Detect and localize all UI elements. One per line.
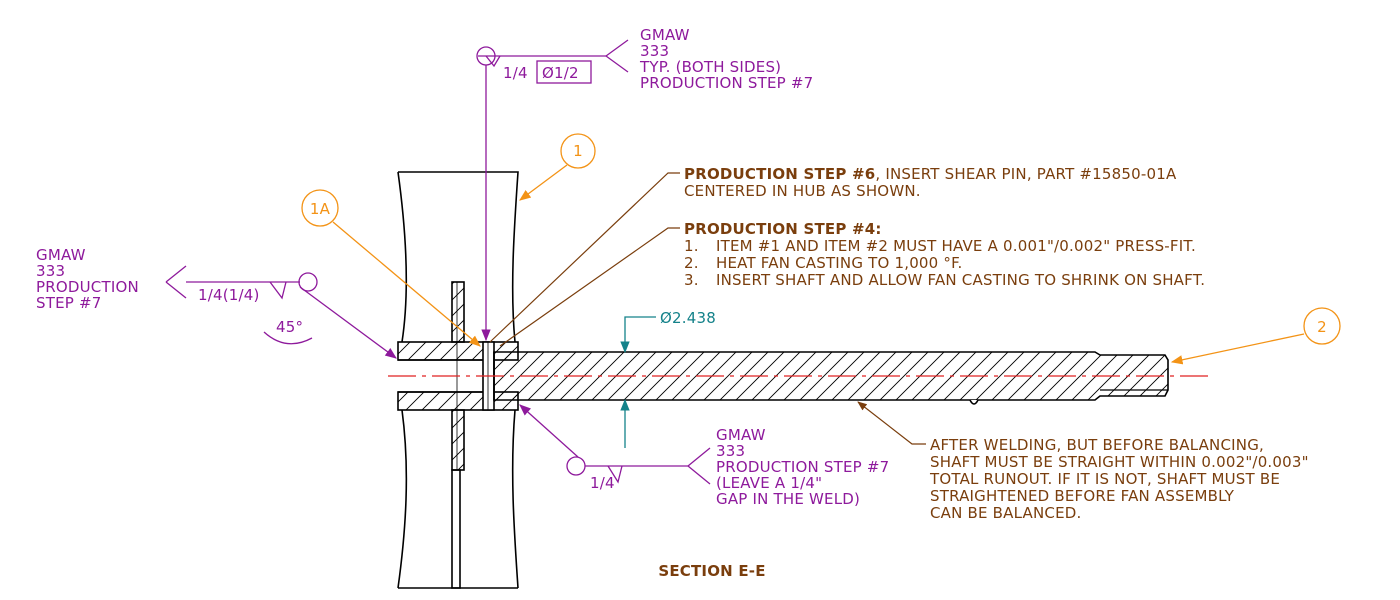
weld-left-size: 1/4(1/4) <box>198 286 260 304</box>
after-welding-leader <box>857 401 926 445</box>
step4-leader <box>499 227 680 347</box>
shaft-diameter-value: Ø2.438 <box>660 309 716 327</box>
weld-symbol-bottom[interactable] <box>519 404 711 485</box>
balloon-item-2[interactable]: 2 <box>1170 307 1341 365</box>
weld-bottom-size: 1/4 <box>590 474 615 492</box>
weld-left-spec: 333 <box>36 262 65 280</box>
weld-bottom-step: PRODUCTION STEP #7 <box>716 458 889 476</box>
after-welding-line-1: AFTER WELDING, BUT BEFORE BALANCING, <box>930 436 1264 454</box>
svg-text:1A: 1A <box>310 200 331 218</box>
after-welding-line-2: SHAFT MUST BE STRAIGHT WITHIN 0.002"/0.0… <box>930 453 1309 471</box>
step4-item-1-text: ITEM #1 AND ITEM #2 MUST HAVE A 0.001"/0… <box>716 237 1196 255</box>
section-label: SECTION E-E <box>658 562 765 580</box>
weld-left-process: GMAW <box>36 246 86 264</box>
weld-bottom-spec: 333 <box>716 442 745 460</box>
step6-leader <box>489 172 680 343</box>
weld-symbol-top[interactable] <box>476 39 629 342</box>
svg-text:1: 1 <box>573 142 583 160</box>
weld-bottom-note-line1: (LEAVE A 1/4" <box>716 474 822 492</box>
weld-bottom-process: GMAW <box>716 426 766 444</box>
balloon-item-1[interactable]: 1 <box>519 133 596 201</box>
weld-left-step-line2: STEP #7 <box>36 294 102 312</box>
step4-label: PRODUCTION STEP #4: <box>684 220 882 238</box>
weld-top-size: 1/4 <box>503 64 528 82</box>
weld-top-spec: 333 <box>640 42 669 60</box>
weld-left-angle: 45° <box>276 318 303 336</box>
weld-top-diameter: Ø1/2 <box>542 64 579 82</box>
weld-left-step-line1: PRODUCTION <box>36 278 139 296</box>
after-welding-line-4: STRAIGHTENED BEFORE FAN ASSEMBLY <box>930 487 1235 505</box>
weld-top-step: PRODUCTION STEP #7 <box>640 74 813 92</box>
svg-text:2: 2 <box>1317 318 1327 336</box>
shaft-diameter-dimension[interactable] <box>620 316 656 448</box>
step4-item-2-num: 2. <box>684 254 699 272</box>
step6-note-line2: CENTERED IN HUB AS SHOWN. <box>684 182 921 200</box>
after-welding-line-3: TOTAL RUNOUT. IF IT IS NOT, SHAFT MUST B… <box>929 470 1280 488</box>
step4-item-3-text: INSERT SHAFT AND ALLOW FAN CASTING TO SH… <box>716 271 1205 289</box>
shaft-geometry <box>493 351 1169 405</box>
after-welding-line-5: CAN BE BALANCED. <box>930 504 1081 522</box>
step4-item-1-num: 1. <box>684 237 699 255</box>
weld-bottom-note-line2: GAP IN THE WELD) <box>716 490 860 508</box>
weld-top-process: GMAW <box>640 26 690 44</box>
step6-note-line1: PRODUCTION STEP #6, INSERT SHEAR PIN, PA… <box>684 165 1177 183</box>
step4-item-3-num: 3. <box>684 271 699 289</box>
weld-symbol-left[interactable] <box>165 265 397 359</box>
balloon-item-1a[interactable]: 1A <box>301 189 481 347</box>
step4-item-2-text: HEAT FAN CASTING TO 1,000 °F. <box>716 254 962 272</box>
weld-top-typ: TYP. (BOTH SIDES) <box>639 58 781 76</box>
